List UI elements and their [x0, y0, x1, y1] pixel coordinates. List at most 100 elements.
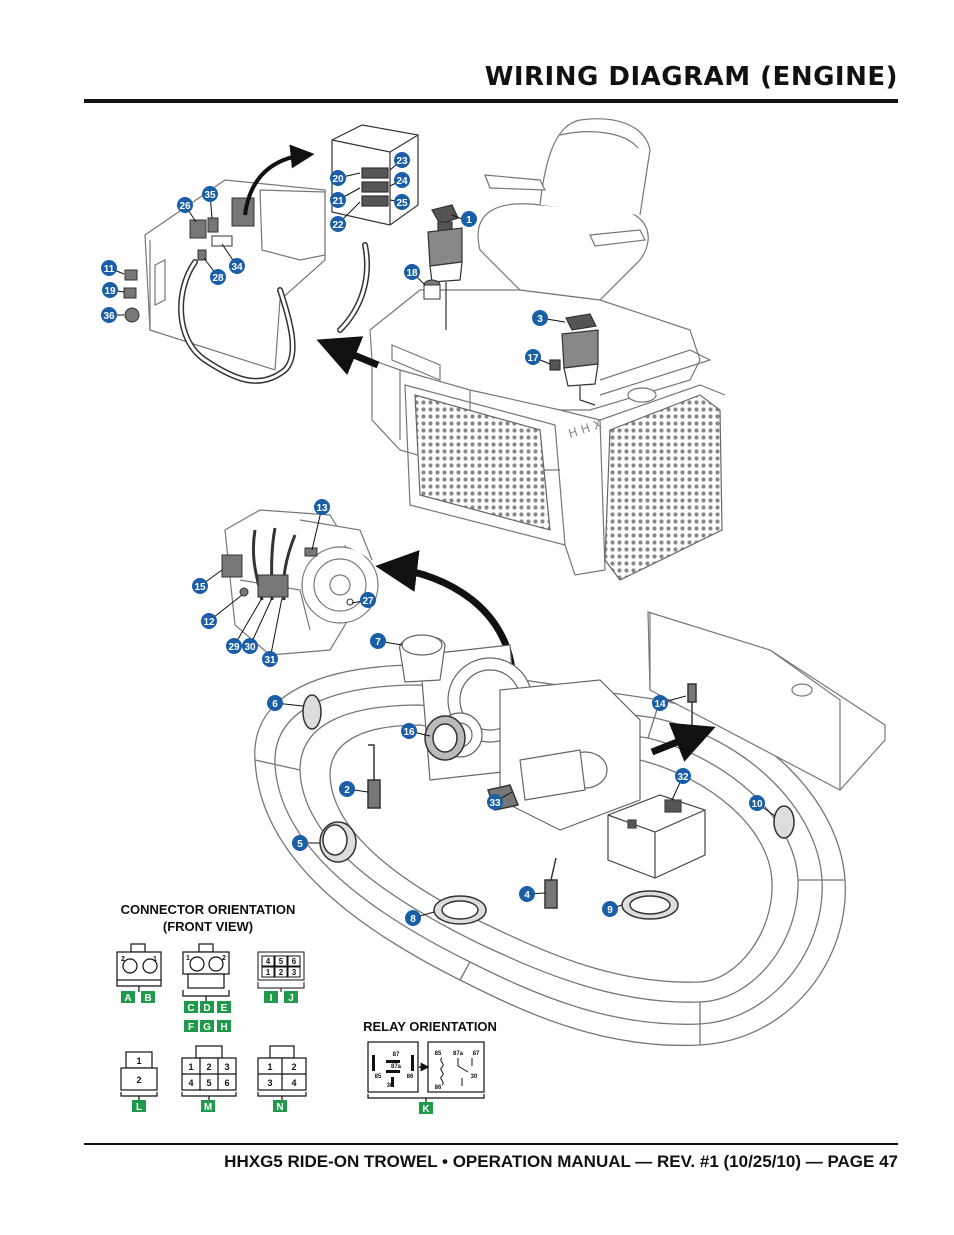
- svg-text:17: 17: [527, 353, 539, 364]
- connector-title-line2: (FRONT VIEW): [163, 919, 253, 934]
- svg-text:86: 86: [407, 1074, 414, 1080]
- callout-24: 24: [394, 172, 410, 188]
- sensor-18: [423, 279, 441, 300]
- svg-text:4: 4: [266, 957, 271, 966]
- svg-text:3: 3: [224, 1062, 229, 1072]
- svg-text:7: 7: [375, 637, 381, 648]
- footer-rule: [84, 1143, 898, 1145]
- svg-text:30: 30: [244, 642, 256, 653]
- callout-31: 31: [262, 651, 278, 667]
- callout-29: 29: [226, 638, 242, 654]
- svg-text:28: 28: [212, 273, 224, 284]
- right-joystick: [549, 313, 599, 406]
- svg-text:3: 3: [292, 968, 297, 977]
- connector-ab: [116, 943, 162, 992]
- svg-text:2: 2: [136, 1075, 141, 1085]
- svg-text:25: 25: [396, 198, 408, 209]
- callout-32: 32: [675, 768, 691, 784]
- svg-text:32: 32: [677, 772, 689, 783]
- callout-21: 21: [330, 192, 346, 208]
- arrow-panel: [316, 336, 380, 376]
- svg-text:87a: 87a: [391, 1064, 402, 1070]
- callout-35: 35: [202, 186, 218, 202]
- svg-text:23: 23: [396, 156, 408, 167]
- connector-m: [181, 1045, 237, 1100]
- svg-text:2: 2: [279, 968, 284, 977]
- svg-text:87a: 87a: [453, 1051, 464, 1057]
- callout-17: 17: [525, 349, 541, 365]
- battery: [607, 794, 706, 879]
- svg-text:H: H: [220, 1022, 227, 1033]
- callout-36: 36: [101, 307, 117, 323]
- relay-title: RELAY ORIENTATION: [363, 1019, 497, 1034]
- svg-text:1: 1: [267, 1062, 272, 1072]
- svg-text:33: 33: [489, 798, 501, 809]
- svg-text:4: 4: [524, 890, 530, 901]
- svg-text:85: 85: [435, 1051, 442, 1057]
- connector-n: [257, 1045, 307, 1100]
- brand-mark: HHX: [567, 416, 608, 441]
- svg-text:1: 1: [153, 956, 157, 963]
- svg-text:11: 11: [104, 264, 115, 275]
- callout-4: 4: [519, 886, 535, 902]
- svg-text:14: 14: [654, 699, 666, 710]
- left-joystick: [427, 204, 463, 330]
- callout-14: 14: [652, 695, 668, 711]
- callout-26: 26: [177, 197, 193, 213]
- svg-text:8: 8: [410, 914, 416, 925]
- connector-ij: [257, 951, 305, 992]
- svg-text:27: 27: [362, 596, 374, 607]
- connector-ch: [182, 943, 230, 1002]
- callout-10: 10: [749, 795, 765, 811]
- svg-text:30: 30: [471, 1074, 478, 1080]
- callout-3: 3: [532, 310, 548, 326]
- svg-text:1: 1: [466, 215, 472, 226]
- svg-text:1: 1: [186, 955, 190, 962]
- svg-text:4: 4: [291, 1078, 296, 1088]
- svg-text:30: 30: [387, 1083, 394, 1089]
- svg-text:N: N: [276, 1102, 283, 1113]
- svg-text:2: 2: [206, 1062, 211, 1072]
- svg-text:C: C: [187, 1003, 194, 1014]
- callout-34: 34: [229, 258, 245, 274]
- svg-text:6: 6: [292, 957, 297, 966]
- svg-text:9: 9: [607, 905, 613, 916]
- callout-15: 15: [192, 578, 208, 594]
- callout-13: 13: [314, 499, 330, 515]
- svg-text:86: 86: [435, 1085, 442, 1091]
- callout-16: 16: [401, 723, 417, 739]
- svg-text:15: 15: [194, 582, 206, 593]
- svg-text:5: 5: [297, 839, 303, 850]
- callout-33: 33: [487, 794, 503, 810]
- svg-text:26: 26: [179, 201, 191, 212]
- svg-text:1: 1: [188, 1062, 193, 1072]
- connector-title-line1: CONNECTOR ORIENTATION: [121, 902, 296, 917]
- svg-text:I: I: [270, 993, 273, 1004]
- callout-1: 1: [461, 211, 477, 227]
- svg-text:2: 2: [344, 785, 350, 796]
- svg-text:G: G: [203, 1022, 211, 1033]
- svg-text:2: 2: [291, 1062, 296, 1072]
- svg-text:35: 35: [204, 190, 216, 201]
- callout-22: 22: [330, 216, 346, 232]
- connector-orientation: CONNECTOR ORIENTATION (FRONT VIEW) 2 1 1…: [116, 902, 307, 1113]
- svg-text:87: 87: [393, 1052, 400, 1058]
- svg-text:10: 10: [751, 799, 763, 810]
- svg-text:18: 18: [406, 268, 418, 279]
- svg-text:24: 24: [396, 176, 408, 187]
- svg-text:19: 19: [104, 286, 116, 297]
- svg-text:2: 2: [222, 955, 226, 962]
- svg-text:J: J: [288, 993, 294, 1004]
- svg-text:87: 87: [473, 1051, 480, 1057]
- callout-6: 6: [267, 695, 283, 711]
- callout-badges: 1 2 3 4 5 6 7 8 9 10 11 12 13 14 15 16 1…: [101, 152, 765, 926]
- svg-text:5: 5: [279, 957, 284, 966]
- svg-text:29: 29: [228, 642, 240, 653]
- svg-text:22: 22: [332, 220, 344, 231]
- svg-text:K: K: [422, 1104, 430, 1115]
- callout-28: 28: [210, 269, 226, 285]
- callout-25: 25: [394, 194, 410, 210]
- callout-9: 9: [602, 901, 618, 917]
- callout-18: 18: [404, 264, 420, 280]
